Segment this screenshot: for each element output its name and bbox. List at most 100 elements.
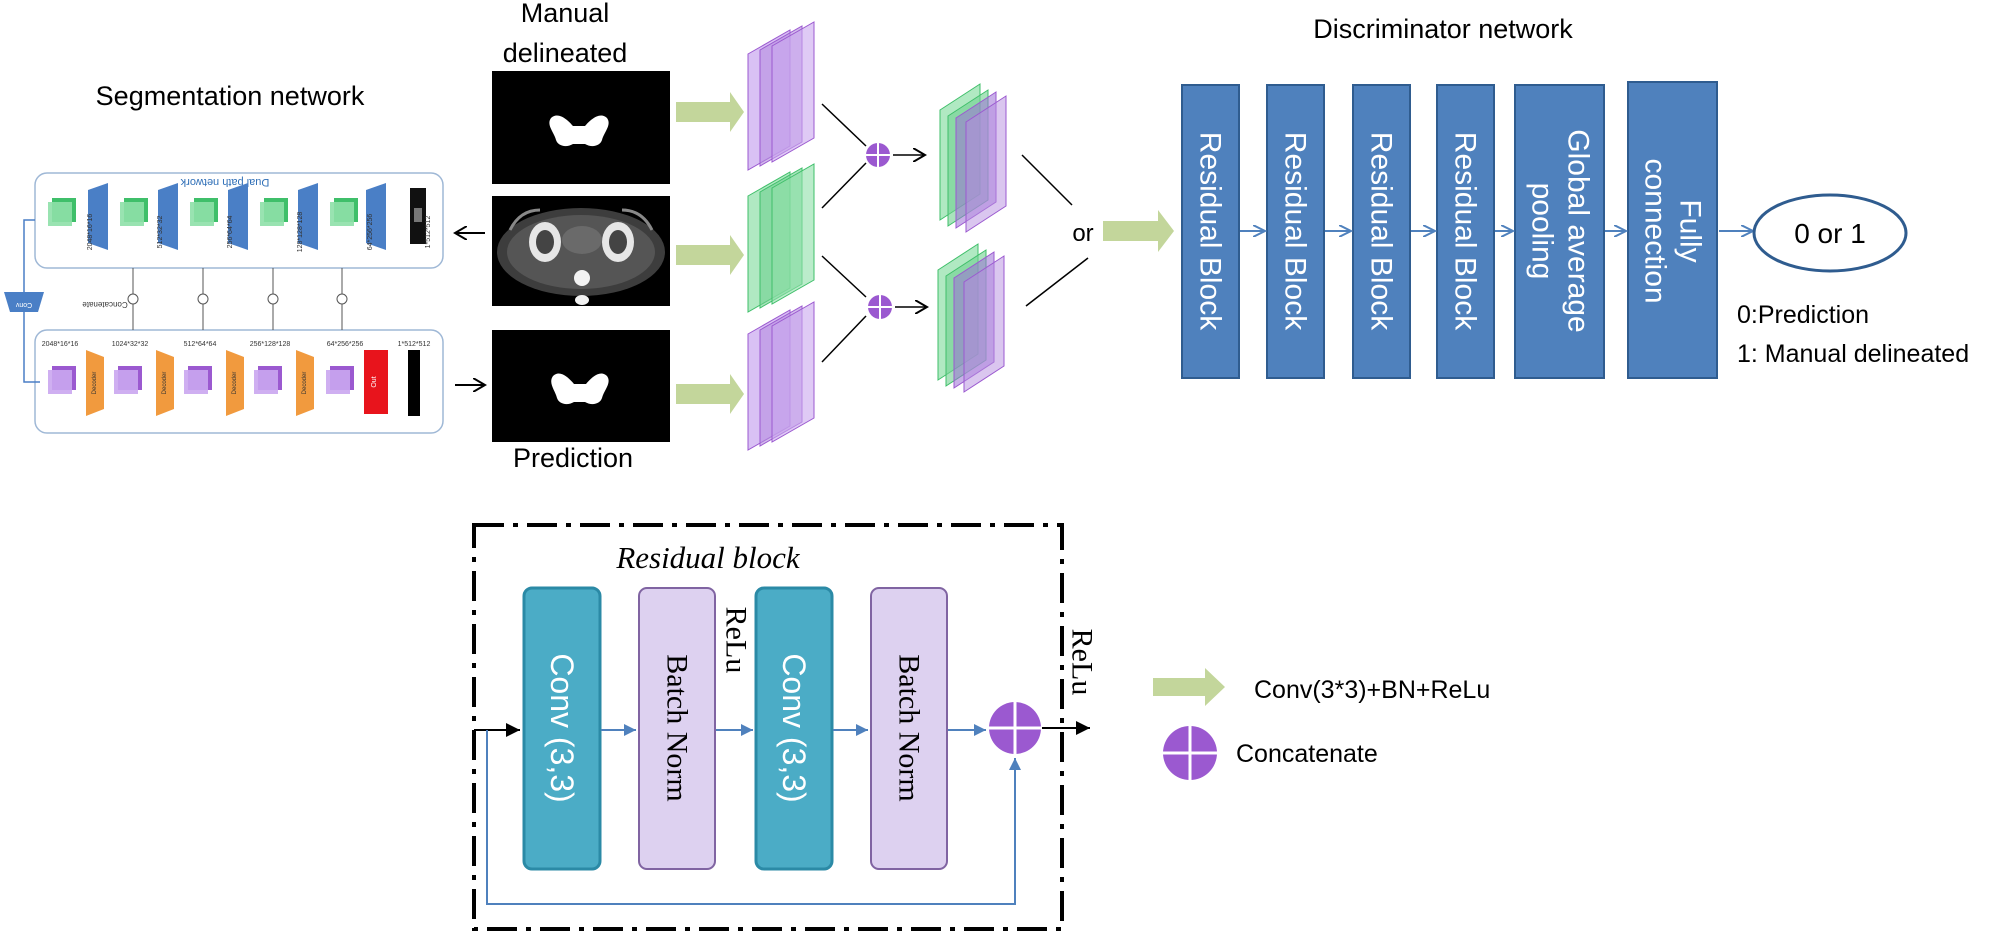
pooling-label-line1: Global average xyxy=(1562,129,1595,332)
manual-mask-shape xyxy=(549,115,609,147)
encoder-dim: 256*64*64 xyxy=(227,216,234,249)
encoder-feature xyxy=(48,202,72,226)
or-line-bottom xyxy=(1025,257,1089,307)
fc-label-line1: Fully xyxy=(1674,199,1707,262)
decoder-block xyxy=(296,350,314,416)
encoder-dim: 512*32*32 xyxy=(157,216,164,249)
encoder-feature xyxy=(120,202,144,226)
segmentation-title: Segmentation network xyxy=(96,81,365,111)
residual-block-4: Residual Block xyxy=(1436,84,1495,379)
decoder-label: Decoder xyxy=(232,372,238,395)
decoder-block xyxy=(226,350,244,416)
encoder-feature xyxy=(190,202,214,226)
encoder-dim: 2048*16*16 xyxy=(87,214,94,251)
decoder-dims: 2048*16*16 1024*32*32 512*64*64 256*128*… xyxy=(42,341,431,348)
encoder-block xyxy=(366,183,386,250)
manual-label-line2: delineated xyxy=(503,38,628,68)
rb-conv-2: Conv (3,3) xyxy=(754,586,834,871)
merged-stack-bottom xyxy=(937,243,1005,393)
decoder-feature xyxy=(254,370,278,394)
decoder-feature xyxy=(184,370,208,394)
prediction-label: Prediction xyxy=(513,443,633,473)
rb-relu-2: ReLu xyxy=(1066,629,1099,696)
decoder-feature xyxy=(48,370,72,394)
residual-block-2-label: Residual Block xyxy=(1279,132,1312,331)
decoder-feature xyxy=(114,370,138,394)
encoder-feature xyxy=(330,202,354,226)
rb-conv-1-label: Conv (3,3) xyxy=(544,653,580,802)
prediction-mask-shape xyxy=(551,373,609,405)
rb-conv-2-label: Conv (3,3) xyxy=(776,653,812,802)
legend-arrow-label: Conv(3*3)+BN+ReLu xyxy=(1254,676,1490,704)
feature-stack-prediction xyxy=(747,301,815,451)
or-label: or xyxy=(1072,220,1093,247)
concat-bottom xyxy=(868,295,892,319)
encoder-feature xyxy=(260,202,284,226)
residual-block-1: Residual Block xyxy=(1181,84,1240,379)
merged-stack-top xyxy=(939,83,1007,233)
rb-skip-connection xyxy=(486,730,1021,905)
discriminator-title: Discriminator network xyxy=(1313,14,1573,44)
rb-relu-1: ReLu xyxy=(720,607,753,674)
rb-batchnorm-1-label: Batch Norm xyxy=(661,654,694,801)
conv-bridge-label: Conv xyxy=(15,301,32,308)
decoder-dim: 2048*16*16 xyxy=(42,341,79,348)
decoder-label: Decoder xyxy=(302,372,308,395)
green-arrow xyxy=(676,92,744,132)
feature-stack-manual xyxy=(747,21,815,171)
encoder-block xyxy=(228,183,248,250)
encoder-dim: 64*256*256 xyxy=(367,214,374,251)
pooling-label-line2: pooling xyxy=(1526,183,1559,280)
ct-image xyxy=(492,196,670,306)
bridge-line xyxy=(23,312,40,383)
residual-block-1-label: Residual Block xyxy=(1194,132,1227,331)
decoder-dim: 64*256*256 xyxy=(327,341,364,348)
fc-label-line2: connection xyxy=(1639,158,1672,303)
rb-batchnorm-2: Batch Norm xyxy=(870,587,948,870)
skip-connections xyxy=(127,268,348,330)
encoder-title: Dual path network xyxy=(180,176,269,188)
green-arrow xyxy=(676,374,744,414)
legend-green-arrow xyxy=(1153,668,1225,706)
decoder-label: Decoder xyxy=(162,372,168,395)
decoder-block xyxy=(156,350,174,416)
legend-concat-icon xyxy=(1163,726,1217,780)
bridge-line xyxy=(23,219,35,292)
encoder-dims: 1*512*512 64*256*256 128*128*128 256*64*… xyxy=(87,212,432,253)
green-arrow-to-discriminator xyxy=(1103,210,1174,252)
encoder-block xyxy=(298,183,318,250)
decoder-feature xyxy=(326,370,350,394)
or-line-top xyxy=(1021,154,1073,206)
global-average-pooling-block: Global average pooling xyxy=(1514,84,1605,379)
concat-top xyxy=(866,143,890,167)
output-ellipse xyxy=(1752,193,1908,273)
green-arrows-inputs xyxy=(676,92,744,414)
residual-block-title: Residual block xyxy=(615,540,801,575)
rb-batchnorm-2-label: Batch Norm xyxy=(893,654,926,801)
residual-block-3: Residual Block xyxy=(1352,84,1411,379)
concatenate-small-label: Concatenate xyxy=(82,300,128,309)
output-value: 0 or 1 xyxy=(1794,218,1866,249)
out-label: Out xyxy=(371,376,378,387)
merge-lines xyxy=(821,103,867,363)
fully-connection-block: Fully connection xyxy=(1627,81,1718,379)
output-note-2: 1: Manual delineated xyxy=(1737,340,1969,368)
decoder-block xyxy=(86,350,104,416)
decoder-row: Decoder Decoder Decoder Decoder Out xyxy=(48,350,420,416)
manual-label-line1: Manual xyxy=(521,0,610,28)
decoder-dim: 256*128*128 xyxy=(250,341,291,348)
encoder-dim: 1*512*512 xyxy=(425,216,432,249)
conv-bridge-block xyxy=(4,292,44,312)
residual-block-frame xyxy=(472,523,1064,931)
decoder-label: Decoder xyxy=(92,372,98,395)
encoder-block xyxy=(158,183,178,250)
output-mask-slice xyxy=(408,350,420,416)
encoder-row xyxy=(48,183,426,250)
decoder-dim: 1024*32*32 xyxy=(112,341,149,348)
encoder-block xyxy=(88,183,108,250)
rb-batchnorm-1: Batch Norm xyxy=(638,587,716,870)
residual-block-2: Residual Block xyxy=(1266,84,1325,379)
decoder-dim: 512*64*64 xyxy=(184,341,217,348)
